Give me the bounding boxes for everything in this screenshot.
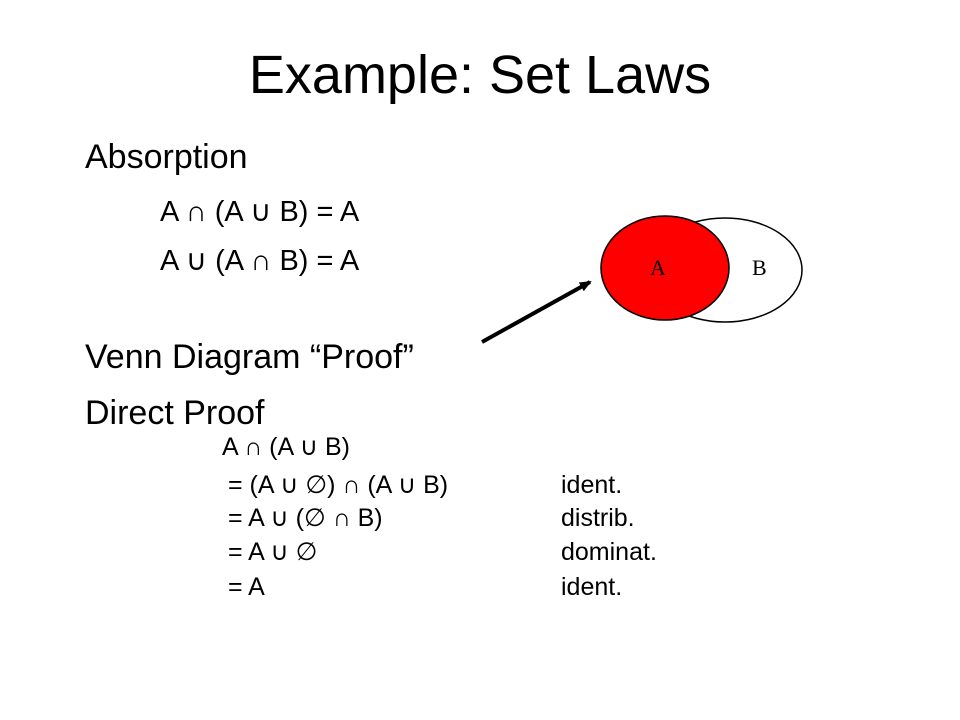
direct-proof-heading: Direct Proof	[85, 394, 265, 432]
absorption-law-2: A ∪ (A ∩ B) = A	[160, 245, 360, 277]
venn-circle-a	[600, 215, 730, 321]
proof-step-2-expr: = A ∪ (∅ ∩ B)	[228, 504, 383, 532]
venn-label-b: B	[752, 255, 767, 280]
proof-step-4-reason: ident.	[561, 573, 623, 601]
proof-step-2-reason: distrib.	[561, 504, 635, 532]
venn-proof-heading: Venn Diagram “Proof”	[85, 338, 414, 376]
venn-arrow	[481, 280, 592, 344]
absorption-law-1: A ∩ (A ∪ B) = A	[160, 196, 360, 228]
proof-step-3-reason: dominat.	[561, 538, 657, 566]
proof-step-4-expr: = A	[228, 573, 265, 601]
slide-title: Example: Set Laws	[248, 45, 712, 105]
proof-step-3-expr: = A ∪ ∅	[228, 538, 318, 566]
proof-step-1-reason: ident.	[561, 471, 623, 499]
absorption-heading: Absorption	[85, 138, 248, 176]
proof-step-1-expr: = (A ∪ ∅) ∩ (A ∪ B)	[228, 471, 449, 499]
proof-start: A ∩ (A ∪ B)	[222, 433, 350, 461]
venn-label-a: A	[650, 255, 666, 280]
